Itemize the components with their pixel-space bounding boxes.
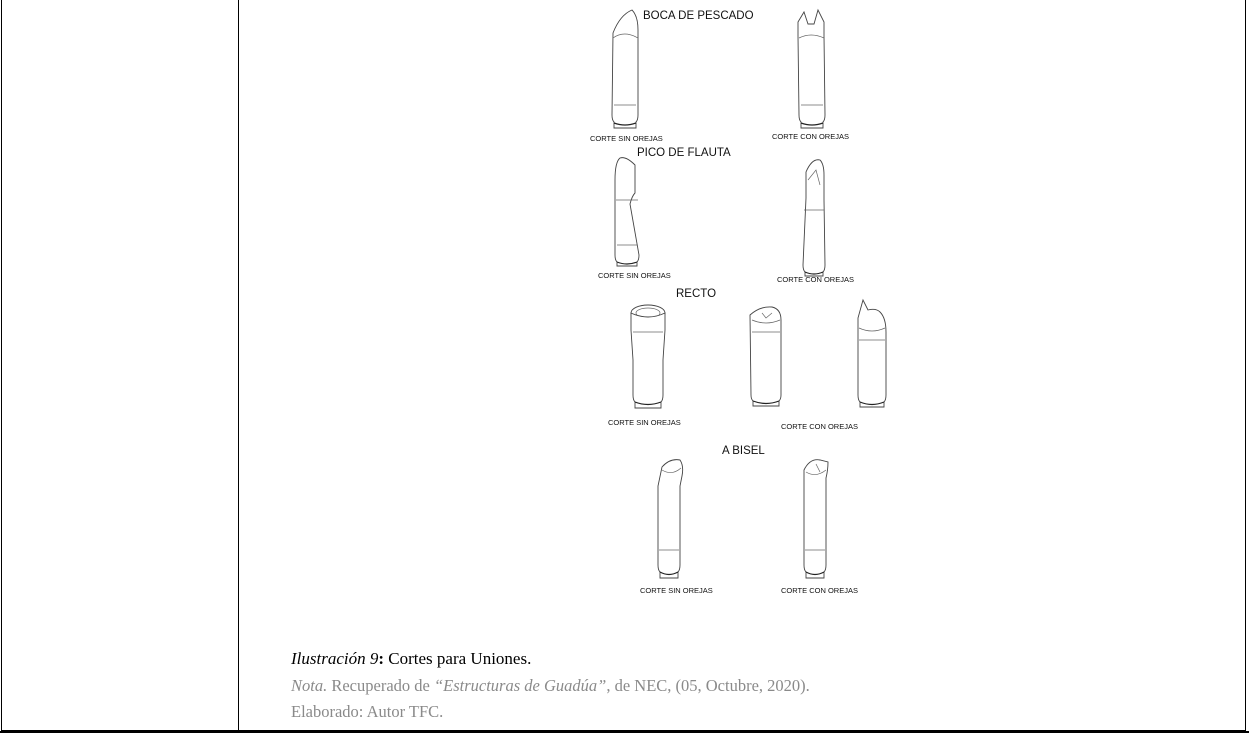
table-bottom-border — [0, 731, 1249, 733]
note-source: “Estructuras de Guadúa” — [433, 676, 607, 695]
note-label: Nota. — [291, 676, 328, 695]
figure-caption: Ilustración 9: Cortes para Uniones. — [291, 649, 531, 669]
label-bisel-con-orejas: CORTE CON OREJAS — [781, 586, 858, 595]
tube-pico-con-orejas — [802, 159, 826, 277]
author-credit: Elaborado: Autor TFC. — [291, 702, 444, 721]
tube-recto-3 — [857, 298, 887, 408]
caption-label: Ilustración 9 — [291, 649, 379, 668]
label-bisel-sin-orejas: CORTE SIN OREJAS — [640, 586, 713, 595]
label-boca-sin-orejas: CORTE SIN OREJAS — [590, 134, 663, 143]
caption-colon: : — [378, 649, 385, 668]
caption-text: Cortes para Uniones. — [384, 649, 532, 668]
tube-boca-sin-orejas — [611, 9, 639, 129]
label-pico-sin-orejas: CORTE SIN OREJAS — [598, 271, 671, 280]
label-boca-con-orejas: CORTE CON OREJAS — [772, 132, 849, 141]
group-title-boca-de-pescado: BOCA DE PESCADO — [643, 10, 754, 22]
group-title-a-bisel: A BISEL — [722, 445, 765, 457]
label-pico-con-orejas: CORTE CON OREJAS — [777, 275, 854, 284]
note-pre: Recuperado de — [327, 676, 434, 695]
tube-bisel-sin-orejas — [657, 459, 684, 579]
tube-pico-sin-orejas — [614, 157, 640, 267]
tube-bisel-con-orejas — [803, 459, 829, 579]
tube-recto-1 — [630, 304, 666, 409]
bamboo-drawings — [611, 8, 887, 579]
tube-boca-con-orejas — [797, 8, 826, 129]
source-note: Nota. Recuperado de “Estructuras de Guad… — [291, 676, 810, 696]
label-recto-con-orejas: CORTE CON OREJAS — [781, 422, 858, 431]
label-recto-sin-orejas: CORTE SIN OREJAS — [608, 418, 681, 427]
tube-recto-2 — [749, 306, 782, 407]
bamboo-cuts-figure: BOCA DE PESCADO CORTE SIN OREJAS CORTE C… — [580, 0, 910, 605]
column-divider — [238, 0, 239, 733]
group-title-recto: RECTO — [676, 288, 717, 300]
note-post: , de NEC, (05, Octubre, 2020). — [606, 676, 810, 695]
group-title-pico-de-flauta: PICO DE FLAUTA — [637, 147, 731, 159]
